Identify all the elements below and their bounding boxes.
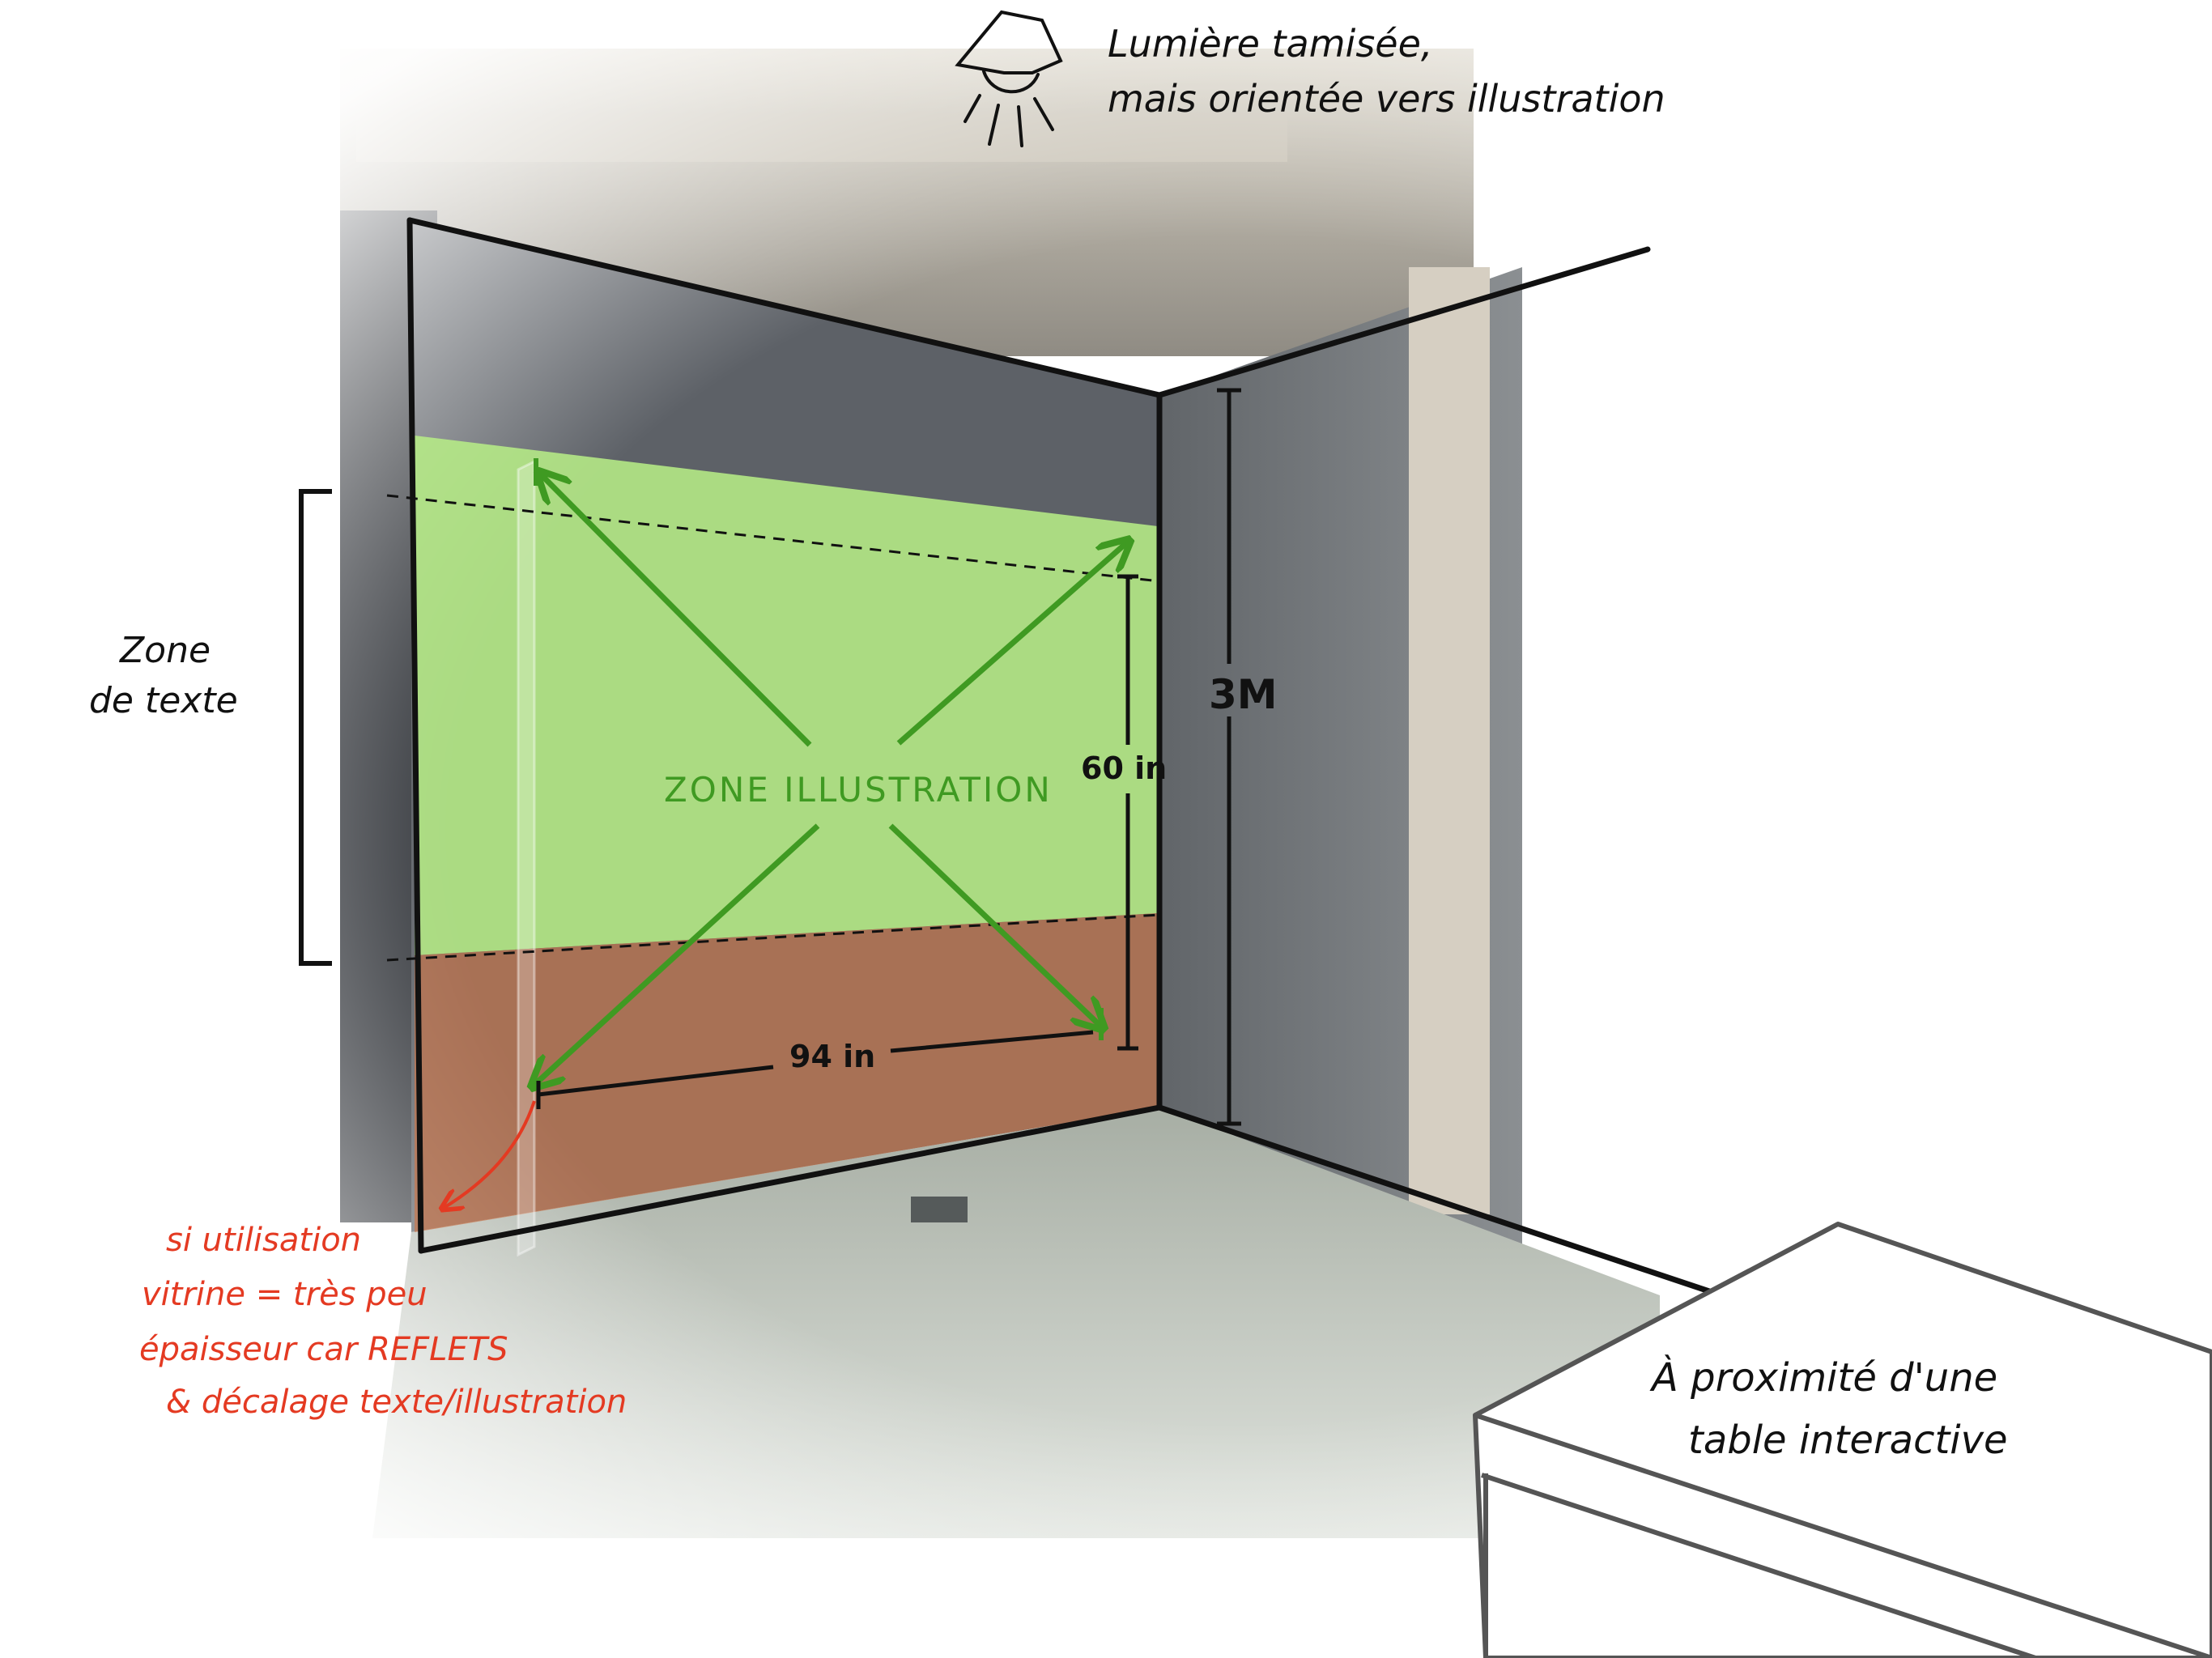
room-outline xyxy=(406,217,1720,1297)
text-zone-overlay xyxy=(415,913,1158,1232)
text-zone-label-line2: de texte xyxy=(89,680,238,721)
diagonal-arrow-b xyxy=(896,542,1127,746)
diagonal-arrow-a-lower xyxy=(888,823,1101,1027)
width-dimension-label: 94 in xyxy=(789,1039,875,1074)
warning-arrow xyxy=(444,1100,536,1208)
warning-line3: épaisseur car REFLETS xyxy=(139,1331,508,1368)
diagonal-arrow-b-lower xyxy=(534,823,820,1085)
lamp-icon xyxy=(955,10,1063,147)
interactive-table-sketch xyxy=(1473,1222,2212,1658)
lighting-label-line2: mais orientée vers illustration xyxy=(1108,77,1665,121)
height-dimension xyxy=(1117,574,1138,1051)
warning-line4: & décalage texte/illustration xyxy=(166,1384,627,1421)
diagonal-arrow-a xyxy=(541,474,812,747)
wall-height-dimension xyxy=(1217,388,1241,1126)
warning-line2: vitrine = très peu xyxy=(142,1276,428,1313)
text-zone-bracket xyxy=(299,489,332,966)
table-label-line2: table interactive xyxy=(1688,1418,2008,1463)
table-label-line1: À proximité d'une xyxy=(1649,1354,1997,1401)
display-case-outline xyxy=(517,459,536,1257)
text-zone-label-line1: Zone xyxy=(119,630,211,671)
height-dimension-label: 60 in xyxy=(1081,750,1167,786)
wall-height-label: 3M xyxy=(1209,671,1278,718)
warning-line1: si utilisation xyxy=(166,1222,361,1259)
width-dimension xyxy=(536,1030,1094,1109)
illustration-zone xyxy=(415,436,1158,955)
text-zone-bottom-guide xyxy=(386,913,1160,962)
lighting-label-line1: Lumière tamisée, xyxy=(1108,22,1433,66)
text-zone-top-guide xyxy=(386,494,1160,583)
illustration-zone-label: ZONE ILLUSTRATION xyxy=(664,770,1053,810)
